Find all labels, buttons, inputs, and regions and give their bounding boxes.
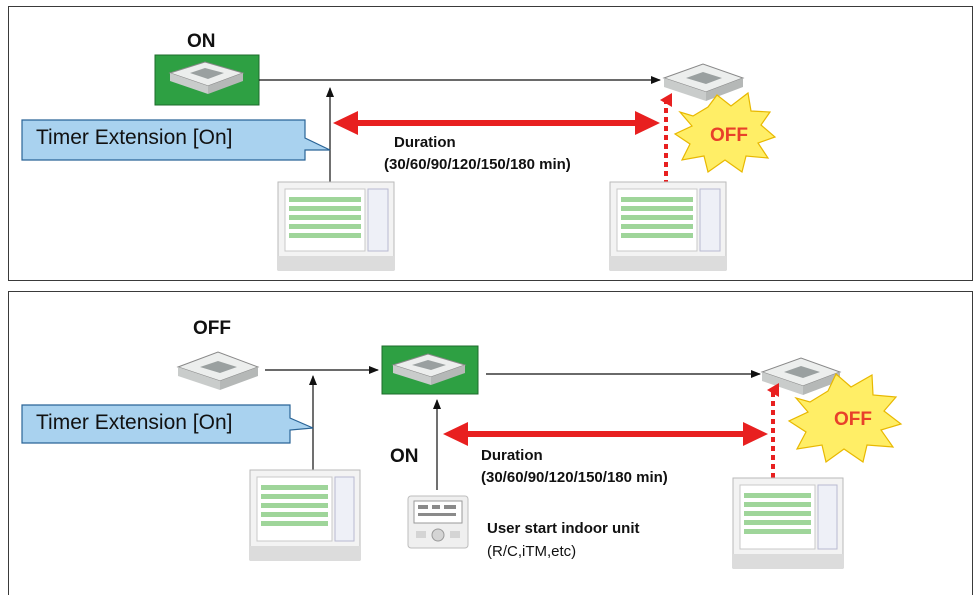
indoor-unit-target-icon: [662, 63, 745, 101]
off-burst-icon: [673, 91, 777, 173]
bottom-duration-label: Duration: [481, 447, 543, 464]
bottom-duration-values: (30/60/90/120/150/180 min): [481, 469, 668, 486]
bottom-burst-off-label: OFF: [834, 409, 872, 430]
bottom-on-label: ON: [390, 446, 419, 467]
top-duration-values: (30/60/90/120/150/180 min): [384, 156, 571, 173]
top-diagram-graphics: [21, 54, 777, 271]
bottom-off-label: OFF: [193, 318, 231, 339]
top-callout-text: Timer Extension [On]: [36, 126, 233, 149]
central-controller-left-icon: [277, 181, 395, 271]
top-duration-label: Duration: [394, 134, 456, 151]
duration-double-arrow: [333, 111, 660, 135]
timer-extension-callout: [21, 119, 331, 161]
central-controller-right-icon: [609, 181, 727, 271]
bottom-callout-text: Timer Extension [On]: [36, 411, 233, 434]
top-on-label: ON: [187, 31, 216, 52]
indoor-unit-on-icon: [154, 54, 260, 106]
user-start-sub-label: (R/C,iTM,etc): [487, 543, 577, 560]
user-start-label: User start indoor unit: [487, 520, 640, 537]
top-burst-off-label: OFF: [710, 125, 748, 146]
